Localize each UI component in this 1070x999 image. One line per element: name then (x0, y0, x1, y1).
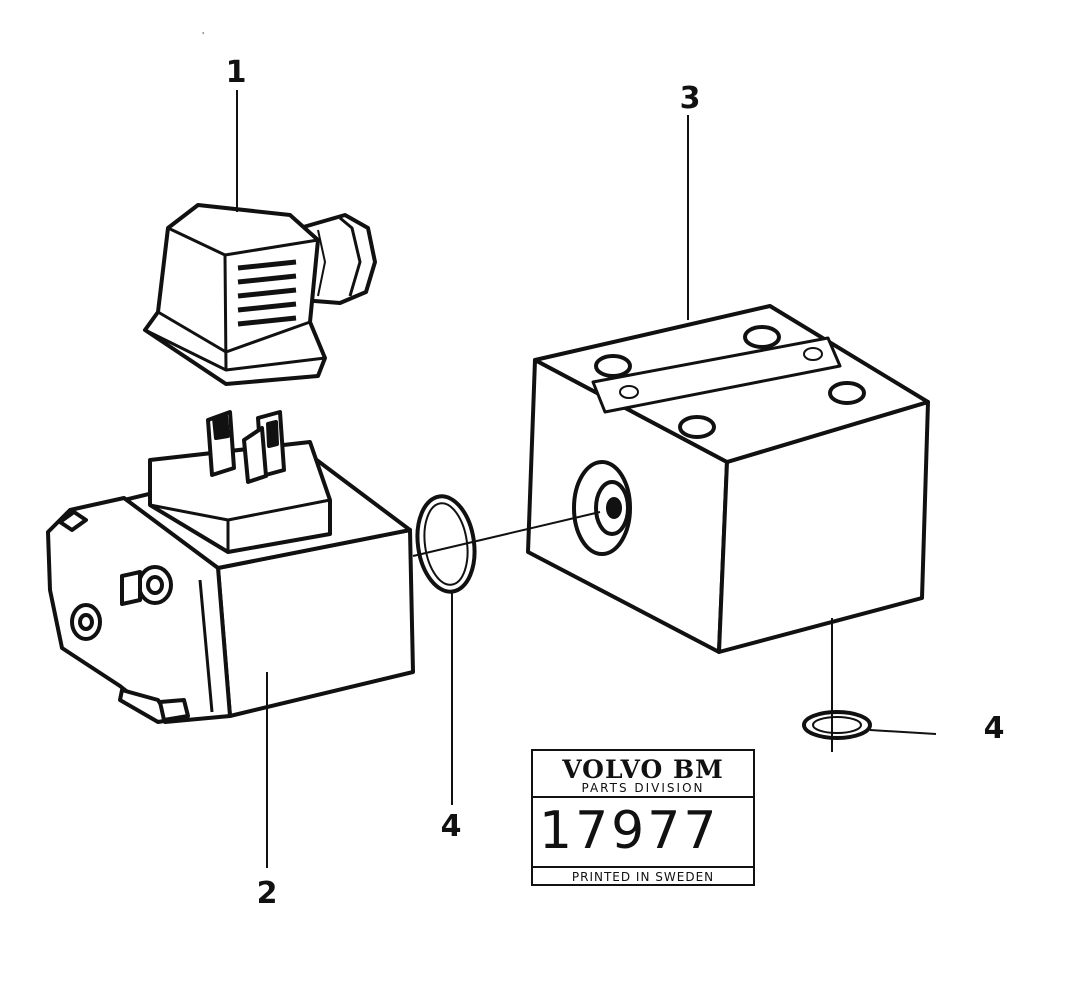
callout-3: 3 (680, 81, 701, 116)
brand-name: VOLVO BM (562, 755, 724, 784)
valve-block (526, 304, 930, 654)
leader-lines (236, 90, 937, 868)
callout-1: 1 (226, 55, 247, 90)
drawing-number: 17977 (539, 801, 720, 861)
solenoid-coil (46, 410, 415, 724)
o-ring-left (415, 494, 477, 594)
division-text: PARTS DIVISION (581, 781, 705, 795)
callout-2: 2 (257, 876, 278, 911)
vent-slots (237, 259, 297, 327)
callout-4-right: 4 (984, 711, 1005, 746)
callout-4-left: 4 (441, 809, 462, 844)
o-ring-right (802, 710, 872, 740)
label-divider-top (533, 796, 753, 798)
connector-plug (143, 203, 377, 386)
print-speck: ' (202, 31, 204, 40)
printed-in-text: PRINTED IN SWEDEN (571, 870, 715, 884)
parts-division-label: VOLVO BM PARTS DIVISION 17977 PRINTED IN… (531, 749, 755, 886)
assembly-axis-line (412, 511, 601, 557)
label-divider-bottom (533, 866, 753, 868)
